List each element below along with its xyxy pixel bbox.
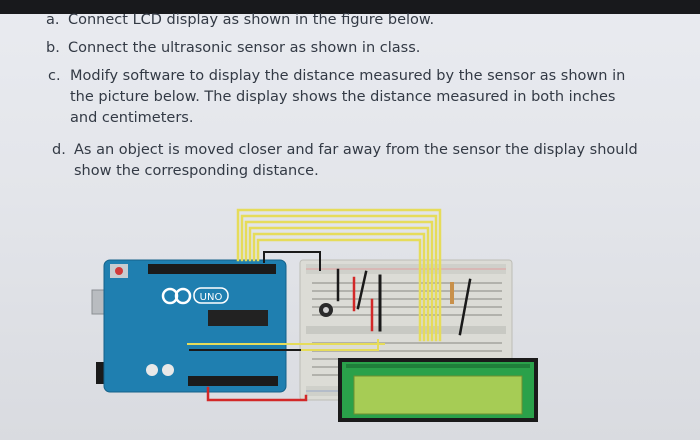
instruction-marker: a.: [46, 12, 60, 28]
digital-header: [148, 264, 276, 274]
wiring-diagram: UNO: [91, 208, 538, 422]
instruction-marker: b.: [46, 40, 60, 56]
instruction-text: Connect LCD display as shown in the figu…: [68, 12, 435, 28]
microcontroller-chip: [208, 310, 268, 326]
instruction-marker: c.: [48, 68, 61, 84]
instruction-text: As an object is moved closer and far awa…: [74, 142, 638, 179]
instruction-item-b: b. Connect the ultrasonic sensor as show…: [46, 38, 420, 59]
arduino-uno-board: UNO: [91, 259, 287, 393]
wires: [187, 208, 472, 402]
instruction-marker: d.: [52, 142, 66, 158]
analog-header: [188, 376, 278, 386]
instruction-item-d: d. As an object is moved closer and far …: [52, 140, 642, 182]
potentiometer: [319, 303, 333, 317]
resistor: [450, 282, 454, 304]
instruction-item-a: a. Connect LCD display as shown in the f…: [46, 10, 434, 31]
instruction-item-c: c. Modify software to display the distan…: [48, 66, 638, 129]
instruction-text: Modify software to display the distance …: [70, 68, 626, 126]
board-label: UNO: [200, 292, 223, 303]
instruction-text: Connect the ultrasonic sensor as shown i…: [68, 40, 421, 56]
lcd-display: [338, 358, 538, 422]
top-edge-bar: [0, 0, 700, 14]
infinity-logo-right: [174, 287, 192, 305]
